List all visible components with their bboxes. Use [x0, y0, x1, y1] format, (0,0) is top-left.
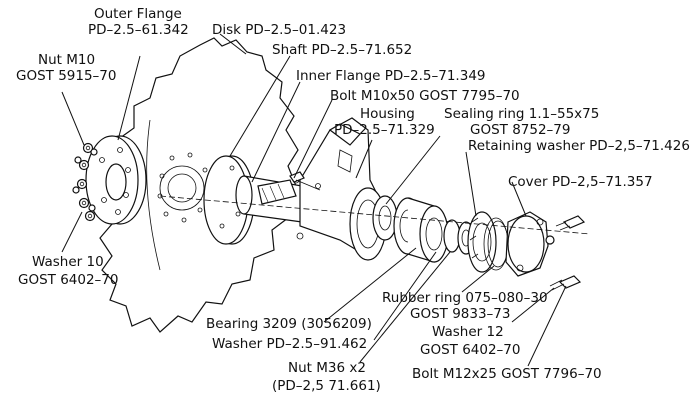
label-nut-m36-line1: Nut M36 x2 — [288, 360, 366, 376]
label-washer-12-line1: Washer 12 — [432, 324, 504, 340]
label-bolt-m12: Bolt M12x25 GOST 7796–70 — [412, 366, 602, 382]
label-outer-flange-line1: Outer Flange — [94, 6, 182, 22]
label-inner-flange: Inner Flange PD–2.5–71.349 — [296, 68, 486, 84]
housing-drawing — [292, 117, 387, 261]
label-cover: Cover PD–2,5–71.357 — [508, 174, 653, 190]
bolt-m12-drawing — [549, 215, 586, 291]
label-washer-10-line2: GOST 6402–70 — [18, 272, 118, 288]
leader-lines — [61, 33, 567, 367]
label-retaining-washer: Retaining washer PD–2,5–71.426 — [468, 138, 690, 154]
label-bearing: Bearing 3209 (3056209) — [206, 316, 372, 332]
label-disk: Disk PD–2.5–01.423 — [212, 22, 346, 38]
label-housing-line1: Housing — [360, 106, 415, 122]
label-sealing-ring-line2: GOST 8752–79 — [470, 122, 570, 138]
label-rubber-ring-line2: GOST 9833–73 — [410, 306, 510, 322]
retaining-washer-drawing — [467, 211, 497, 273]
label-housing-line2: PD–2.5–71.329 — [334, 122, 435, 138]
nuts-and-washers-drawing — [72, 142, 98, 222]
label-bolt-m10: Bolt M10x50 GOST 7795–70 — [330, 88, 520, 104]
label-washer-pd: Washer PD–2.5–91.462 — [212, 336, 367, 352]
label-washer-12-line2: GOST 6402–70 — [420, 342, 520, 358]
label-nut-m10-line2: GOST 5915–70 — [16, 68, 116, 84]
label-nut-m36-line2: (PD–2,5 71.661) — [272, 378, 381, 394]
outer-flange-drawing — [85, 135, 147, 225]
cover-drawing — [505, 211, 555, 277]
label-nut-m10-line1: Nut M10 — [38, 52, 95, 68]
labels: Outer Flange PD–2.5–61.342 Disk PD–2.5–0… — [16, 6, 690, 394]
bearing-stack-drawing — [372, 195, 475, 263]
label-sealing-ring-line1: Sealing ring 1.1–55x75 — [444, 106, 599, 122]
label-washer-10-line1: Washer 10 — [32, 254, 104, 270]
label-shaft: Shaft PD–2.5–71.652 — [272, 42, 412, 58]
label-outer-flange-line2: PD–2.5–61.342 — [88, 22, 189, 38]
label-rubber-ring-line1: Rubber ring 075–080–30 — [382, 290, 548, 306]
